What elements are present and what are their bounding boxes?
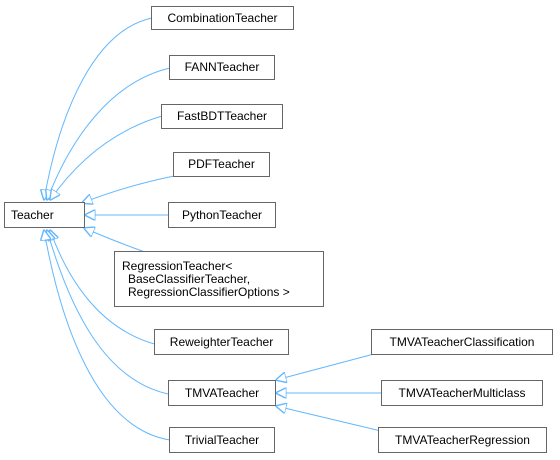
node-combination-teacher[interactable]: CombinationTeacher bbox=[151, 6, 294, 30]
edge-fann-teacher bbox=[47, 67, 171, 200]
edge-reweighter-teacher bbox=[50, 230, 159, 346]
node-reweighter-teacher[interactable]: ReweighterTeacher bbox=[154, 329, 289, 355]
edge-pdf-teacher bbox=[82, 175, 175, 203]
edge-classification-tmva bbox=[276, 353, 375, 380]
edge-regression-tmva bbox=[276, 406, 382, 432]
node-trivial-teacher[interactable]: TrivialTeacher bbox=[169, 427, 275, 453]
node-python-teacher[interactable]: PythonTeacher bbox=[168, 202, 276, 228]
edge-fastbdt-teacher bbox=[50, 115, 163, 200]
node-fann-teacher[interactable]: FANNTeacher bbox=[169, 55, 275, 80]
edge-regression-teacher bbox=[84, 228, 146, 253]
node-fastbdt-teacher[interactable]: FastBDTTeacher bbox=[161, 104, 283, 129]
node-pdf-teacher[interactable]: PDFTeacher bbox=[173, 152, 270, 177]
node-tmva-teacher[interactable]: TMVATeacher bbox=[168, 380, 276, 406]
node-tmva-teacher-multiclass[interactable]: TMVATeacherMulticlass bbox=[381, 380, 543, 406]
edge-trivial-teacher bbox=[44, 230, 171, 441]
node-teacher[interactable]: Teacher bbox=[4, 202, 85, 228]
node-tmva-teacher-regression[interactable]: TMVATeacherRegression bbox=[378, 427, 547, 453]
edge-combination-teacher bbox=[44, 17, 153, 200]
regression-teacher-line-1: RegressionTeacher< bbox=[122, 258, 233, 273]
regression-teacher-line-3: RegressionClassifierOptions > bbox=[128, 284, 290, 299]
node-tmva-teacher-classification[interactable]: TMVATeacherClassification bbox=[371, 329, 553, 355]
regression-teacher-line-2: BaseClassifierTeacher, bbox=[128, 271, 251, 286]
edge-tmva-teacher bbox=[47, 230, 169, 395]
node-regression-teacher[interactable]: RegressionTeacher< BaseClassifierTeacher… bbox=[114, 251, 324, 307]
